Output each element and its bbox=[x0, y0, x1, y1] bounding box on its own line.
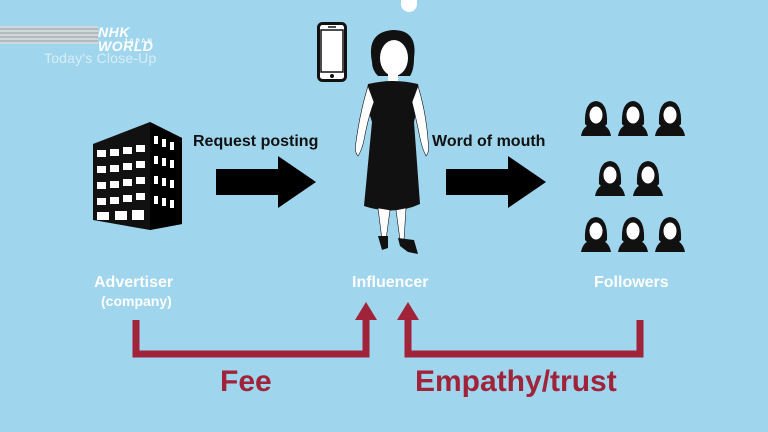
followers-label: Followers bbox=[594, 274, 669, 291]
smartphone-icon bbox=[317, 22, 347, 82]
program-title: Today's Close-Up bbox=[44, 50, 157, 66]
logo-stripes bbox=[0, 26, 98, 44]
request-posting-label: Request posting bbox=[193, 133, 319, 150]
influencer-woman-icon bbox=[355, 30, 429, 254]
broadcaster-logo: NHK WORLD JAPAN bbox=[0, 24, 170, 53]
empathy-trust-label: Empathy/trust bbox=[415, 365, 617, 398]
request-posting-arrow bbox=[216, 156, 316, 208]
logo-secondary-text: JAPAN bbox=[124, 39, 154, 45]
empathy-trust-flow-arrow bbox=[397, 302, 644, 358]
influencer-label: Influencer bbox=[352, 274, 429, 291]
fee-flow-arrow bbox=[132, 302, 377, 358]
advertiser-label: Advertiser bbox=[94, 274, 174, 291]
word-of-mouth-arrow bbox=[446, 156, 546, 208]
advertiser-sublabel: (company) bbox=[101, 293, 172, 309]
office-building-icon bbox=[93, 122, 182, 230]
word-of-mouth-label: Word of mouth bbox=[432, 133, 546, 150]
fee-label: Fee bbox=[220, 365, 272, 398]
top-circle-decoration bbox=[401, 0, 417, 12]
followers-group-icon bbox=[581, 101, 685, 252]
logo-primary-text: NHK WORLD bbox=[98, 24, 154, 54]
